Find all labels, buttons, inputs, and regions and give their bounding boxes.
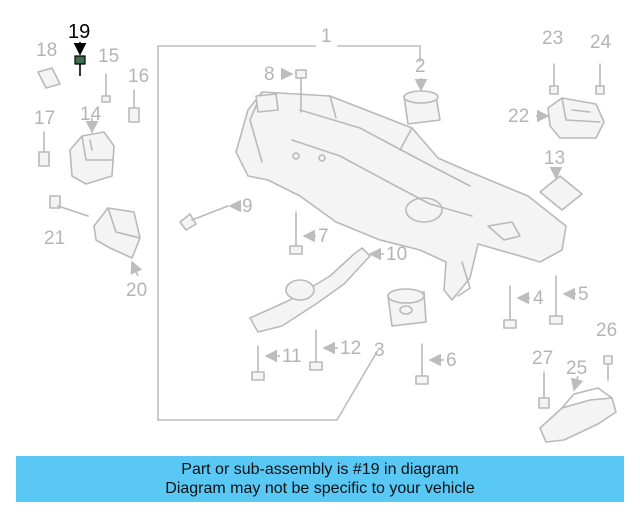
engine-mount-22: [536, 97, 605, 139]
bolt-11: [251, 345, 280, 381]
callout-7: 7: [318, 226, 329, 247]
callout-17: 17: [34, 108, 55, 129]
banner-line-part-number: Part or sub-assembly is #19 in diagram: [181, 461, 459, 478]
mount-bushing-3: [387, 288, 427, 327]
callout-4: 4: [533, 288, 544, 309]
callout-25: 25: [566, 358, 587, 379]
callout-2: 2: [415, 56, 426, 77]
callout-11: 11: [282, 346, 302, 367]
bolt-17: [38, 131, 50, 167]
damper-plate-13: [539, 166, 583, 211]
bolt-19-highlighted: [73, 42, 87, 76]
bolt-15: [101, 73, 111, 103]
bolt-7: [289, 211, 316, 255]
engine-mount-14: [69, 118, 115, 185]
bolt-16: [128, 89, 140, 123]
callout-19: 19: [68, 21, 90, 43]
bolt-23: [549, 63, 559, 95]
parts-diagram: 1 2 3 4 5 6 7 8 9 10 11 12 13 14 15 16 1…: [34, 21, 617, 443]
mount-bushing-2: [403, 78, 441, 125]
bolt-27: [538, 371, 550, 409]
callout-20: 20: [126, 280, 147, 301]
callout-labels: 1 2 3 4 5 6 7 8 9 10 11 12 13 14 15 16 1…: [34, 21, 617, 379]
callout-18: 18: [36, 40, 57, 61]
mount-bracket-20: [93, 207, 143, 277]
bolt-8: [280, 67, 307, 113]
callout-13: 13: [544, 148, 565, 169]
bracket-18: [37, 67, 61, 89]
callout-9: 9: [242, 196, 253, 217]
torque-rod: [249, 247, 384, 333]
callout-10: 10: [386, 244, 407, 265]
callout-5: 5: [578, 284, 589, 305]
bolt-9: [179, 199, 242, 231]
callout-1: 1: [321, 26, 332, 47]
bolt-5: [549, 275, 576, 325]
callout-14: 14: [80, 104, 102, 125]
subframe-crossmember: [235, 91, 567, 301]
bolt-12: [309, 329, 338, 371]
callout-26: 26: [596, 320, 617, 341]
callout-22: 22: [508, 106, 529, 127]
callout-24: 24: [590, 32, 612, 53]
callout-3: 3: [374, 340, 385, 361]
bolt-21: [49, 195, 89, 217]
callout-8: 8: [264, 64, 275, 85]
callout-23: 23: [542, 28, 563, 49]
bolt-26: [603, 355, 613, 381]
callout-12: 12: [340, 338, 361, 359]
bolt-4: [503, 285, 530, 329]
banner-line-disclaimer: Diagram may not be specific to your vehi…: [165, 480, 475, 497]
mount-bracket-25: [539, 375, 617, 443]
diagram-info-banner: Part or sub-assembly is #19 in diagram D…: [16, 456, 624, 502]
callout-16: 16: [128, 66, 149, 87]
bolt-24: [595, 63, 605, 95]
callout-6: 6: [446, 350, 457, 371]
callout-27: 27: [532, 348, 553, 369]
group-bracket: [157, 45, 379, 421]
bolt-6: [415, 343, 444, 385]
callout-21: 21: [44, 228, 65, 249]
callout-15: 15: [98, 46, 119, 67]
